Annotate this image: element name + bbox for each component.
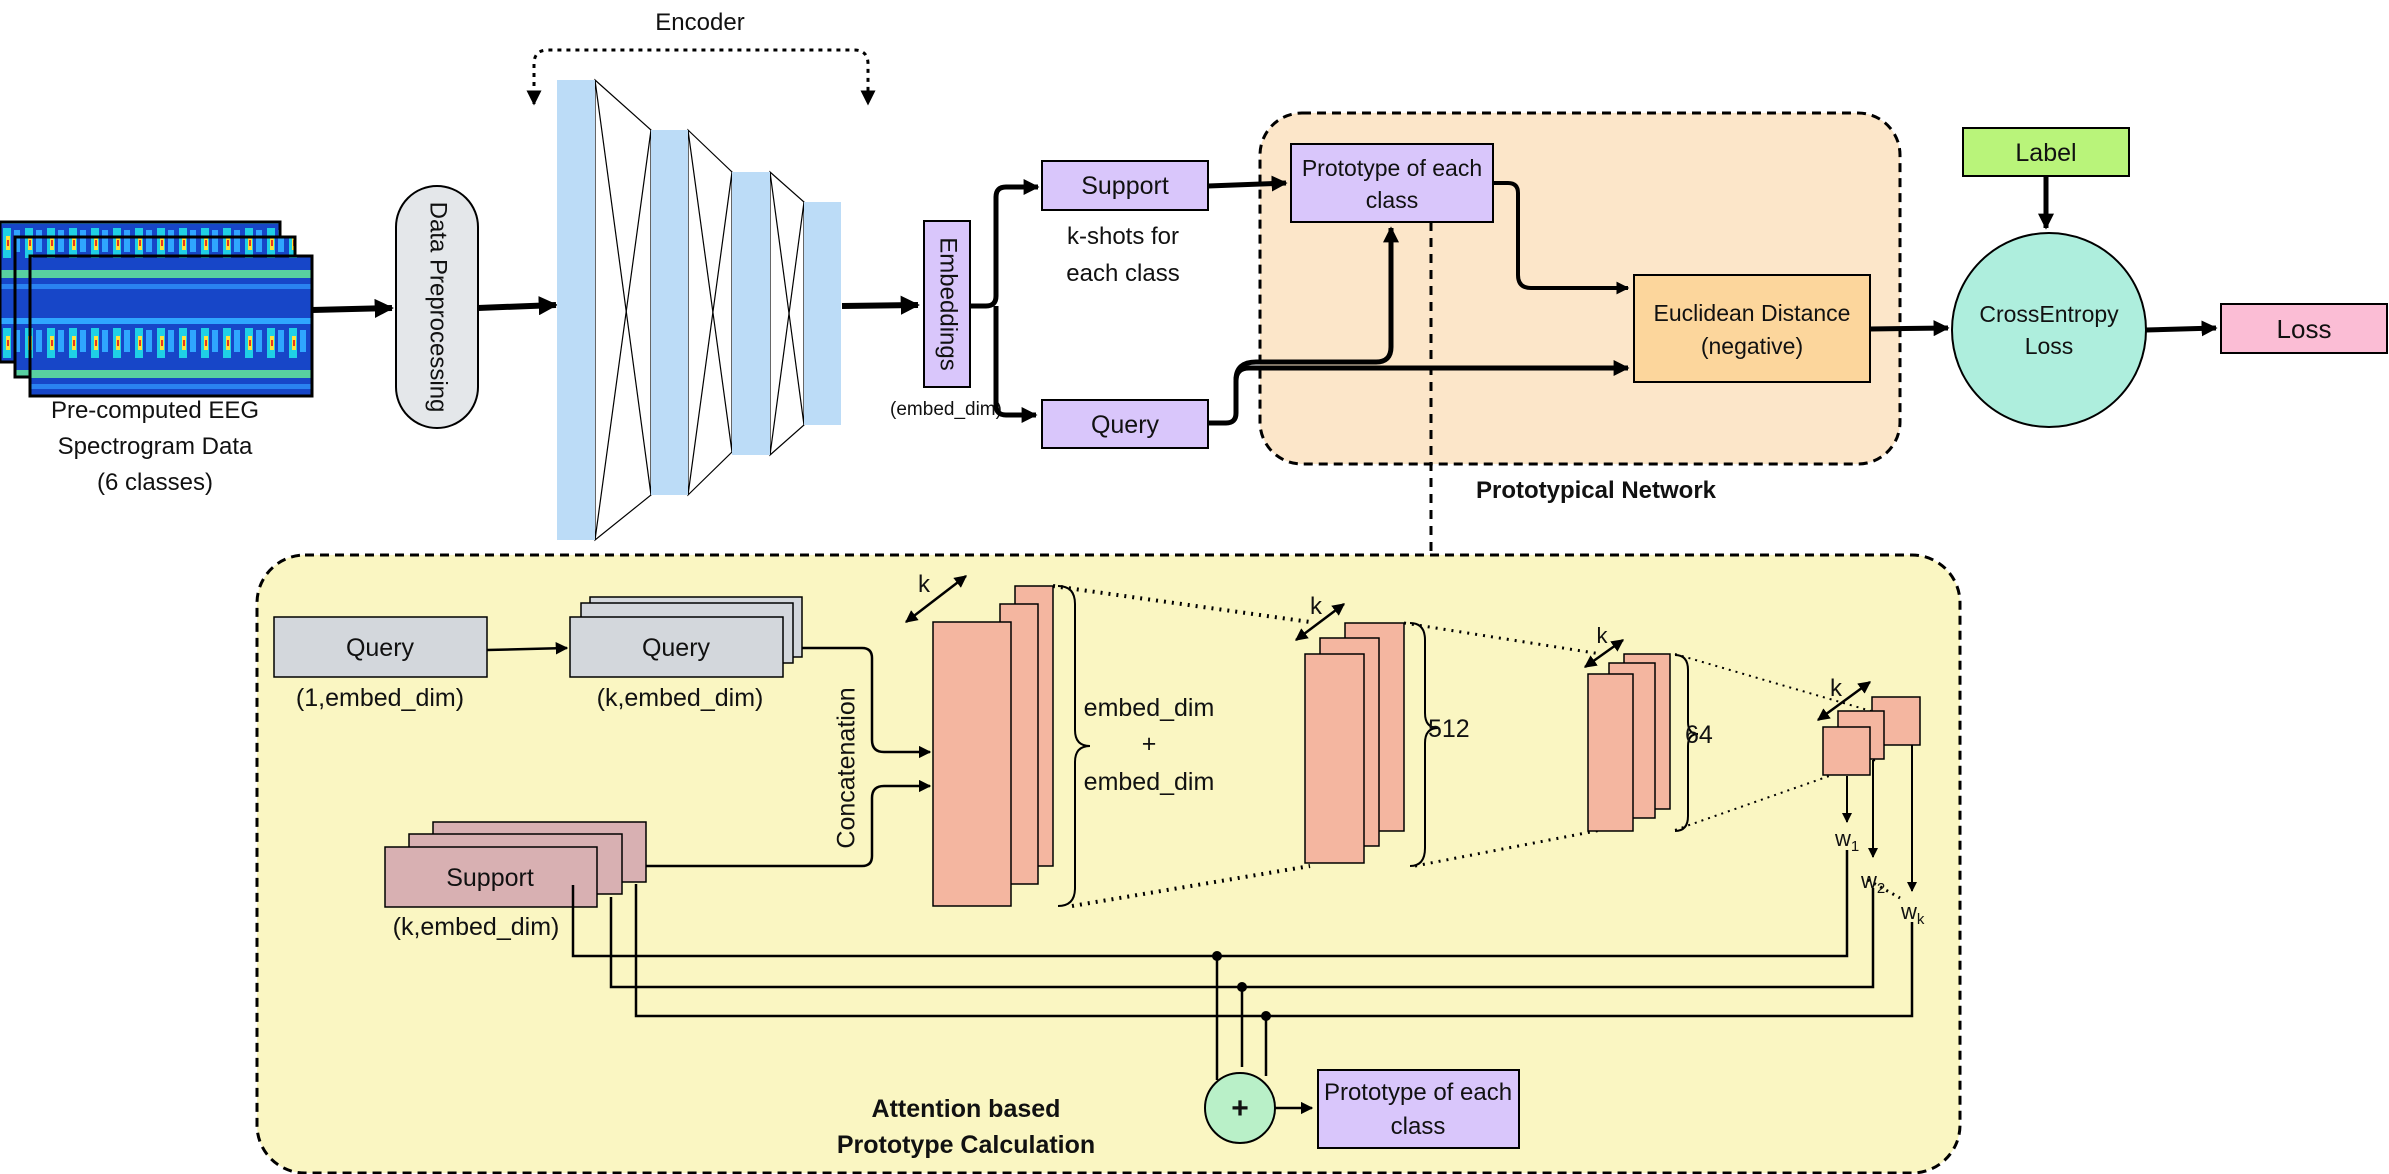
k-label-2: k	[1310, 593, 1323, 620]
feature-map-64	[1587, 653, 1671, 832]
weight-w2: w2	[1860, 868, 1885, 897]
kshots-line1: k-shots for	[1067, 223, 1179, 250]
arrow-euclidean-to-crossentropy	[1869, 320, 1950, 337]
weight-w1: w1	[1834, 826, 1859, 855]
arrow-support-stack-to-concat	[646, 779, 932, 868]
brace-concat	[1057, 585, 1091, 907]
arrow-preprocessing-to-encoder	[477, 296, 558, 316]
label-block	[1962, 127, 2130, 177]
query-single-label: Query	[346, 634, 415, 662]
kshots-line2: each class	[1066, 260, 1179, 287]
embeddings-block	[923, 220, 971, 388]
arrow-support-to-prototype	[1207, 175, 1288, 192]
arrow-encoder-to-embeddings	[841, 295, 920, 315]
query-single-block	[273, 616, 488, 678]
arrow-crossentropy-to-loss	[2145, 320, 2218, 337]
encoder-bracket	[526, 48, 876, 106]
feature-map-concat	[932, 585, 1054, 907]
arrow-query-to-prototype	[1233, 226, 1400, 381]
loss-block	[2220, 303, 2388, 354]
arrow-prototype-to-euclidean	[1494, 181, 1630, 295]
k-arrow-4	[1816, 680, 1872, 722]
size-concat-line1: embed_dim	[1084, 694, 1215, 722]
k-label-4: k	[1830, 675, 1843, 702]
concatenation-label: Concatenation	[833, 687, 861, 848]
brace-512	[1409, 622, 1439, 867]
support-stack	[384, 821, 647, 908]
prototypical-network-title: Prototypical Network	[1476, 477, 1717, 504]
euclidean-label-line2: (negative)	[1701, 333, 1803, 359]
label-text: Label	[2015, 139, 2076, 167]
query-stack	[569, 596, 803, 678]
loss-label: Loss	[2277, 314, 2332, 344]
support-stack-label: Support	[446, 864, 534, 892]
support-label: Support	[1081, 172, 1169, 200]
input-caption-line3: (6 classes)	[97, 469, 213, 496]
weight-wk: wk	[1900, 899, 1925, 928]
embeddings-label: Embeddings	[935, 237, 962, 370]
attention-prototype-line1: Prototype of each	[1324, 1079, 1512, 1106]
query-label: Query	[1091, 411, 1160, 439]
prototype-label-line2: class	[1366, 187, 1418, 213]
support-block	[1041, 160, 1209, 211]
attention-prototype-line2: class	[1391, 1113, 1446, 1140]
support-stack-dim: (k,embed_dim)	[393, 913, 560, 941]
k-label-1: k	[918, 571, 931, 598]
crossentropy-label-line1: CrossEntropy	[1979, 301, 2119, 327]
size-64: 64	[1685, 721, 1713, 749]
k-arrow-3	[1583, 638, 1625, 669]
attention-title-line1: Attention based	[872, 1095, 1061, 1123]
sum-symbol: +	[1231, 1092, 1249, 1125]
preprocessing-label: Data Preprocessing	[425, 202, 452, 413]
prototype-block	[1290, 143, 1494, 223]
input-caption-line1: Pre-computed EEG	[51, 397, 259, 424]
split-connector	[970, 184, 1036, 415]
encoder-network	[557, 78, 841, 542]
attention-region	[255, 553, 1962, 1174]
query-stack-dim: (k,embed_dim)	[597, 684, 764, 712]
size-concat-line2: +	[1142, 730, 1157, 758]
arrow-query-repeat	[486, 642, 569, 655]
k-arrow-2	[1295, 603, 1345, 641]
arrow-query-to-euclidean	[1208, 359, 1630, 426]
arrow-input-to-preprocessing	[311, 298, 394, 319]
attention-prototype-block	[1317, 1069, 1520, 1149]
spectrogram-stack	[0, 220, 314, 398]
euclidean-distance-block	[1633, 274, 1871, 383]
embed-dim-note: (embed_dim)	[890, 399, 1002, 420]
size-512: 512	[1428, 715, 1470, 743]
encoder-label: Encoder	[655, 9, 744, 36]
junction-dots	[1212, 951, 1271, 1021]
query-single-dim: (1,embed_dim)	[296, 684, 464, 712]
arrow-query-stack-to-concat	[802, 646, 932, 759]
query-stack-label: Query	[642, 634, 711, 662]
size-concat-line3: embed_dim	[1084, 768, 1215, 796]
crossentropy-label-line2: Loss	[2025, 333, 2074, 359]
k-label-3: k	[1597, 623, 1609, 648]
crossentropy-loss-circle	[1951, 232, 2147, 428]
prototype-label-line1: Prototype of each	[1302, 155, 1482, 181]
brace-64	[1674, 654, 1699, 832]
feature-map-512	[1304, 622, 1405, 864]
k-arrow-1	[905, 575, 967, 623]
input-caption-line2: Spectrogram Data	[58, 433, 253, 460]
euclidean-label-line1: Euclidean Distance	[1654, 300, 1851, 326]
attention-title-line2: Prototype Calculation	[837, 1131, 1095, 1159]
